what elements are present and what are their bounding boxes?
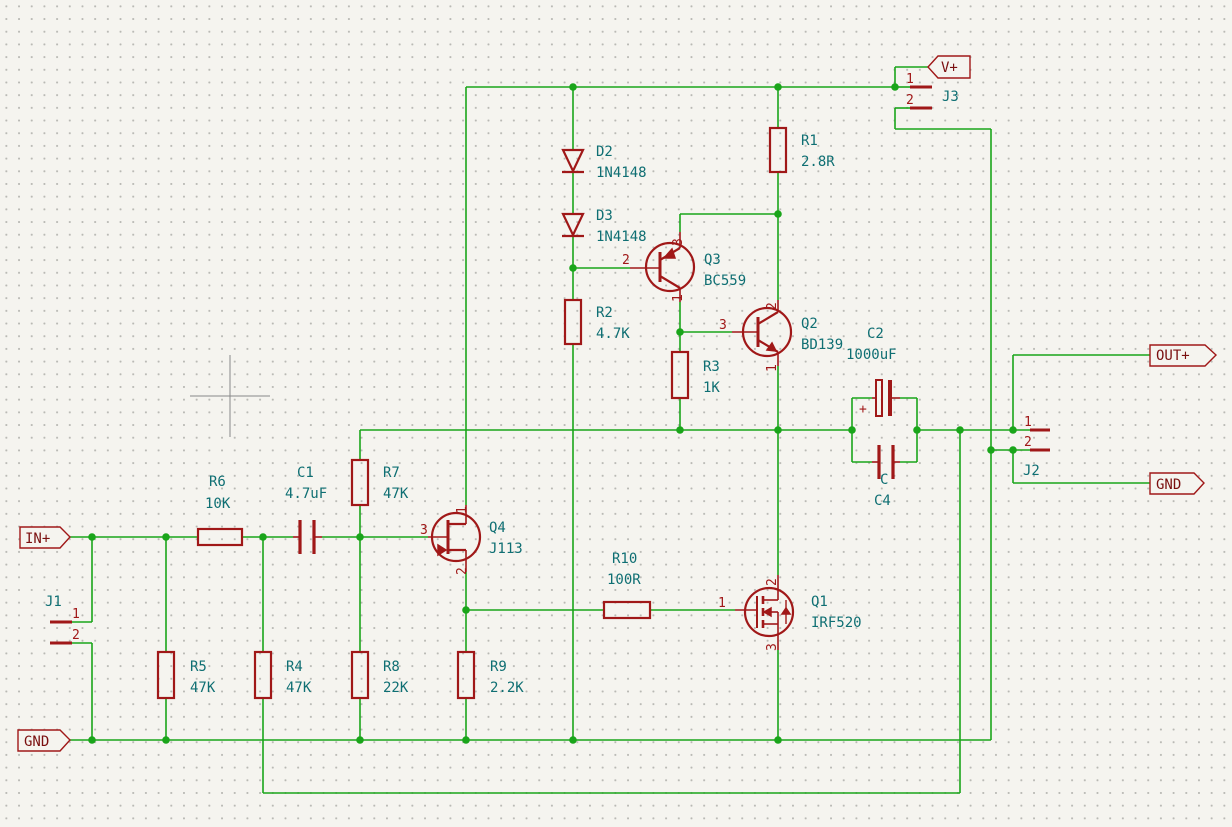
svg-text:1: 1 <box>1024 415 1032 430</box>
connector-j2[interactable]: 1 2 J2 <box>1023 415 1050 479</box>
svg-text:R10: R10 <box>612 551 637 567</box>
svg-text:V+: V+ <box>941 60 958 76</box>
svg-text:Q1: Q1 <box>811 594 828 610</box>
svg-text:BD139: BD139 <box>801 337 843 353</box>
svg-text:2: 2 <box>906 93 914 108</box>
svg-text:C: C <box>880 472 888 488</box>
capacitor-c1[interactable]: C1 4.7uF <box>285 465 327 554</box>
connector-j3[interactable]: 1 2 J3 <box>906 72 959 110</box>
net-label-gnd-left[interactable]: GND <box>17 729 71 752</box>
svg-text:D2: D2 <box>596 144 613 160</box>
wires <box>70 66 1150 794</box>
resistor-r1[interactable]: R1 2.8R <box>768 126 835 174</box>
svg-text:1000uF: 1000uF <box>846 347 897 363</box>
svg-text:47K: 47K <box>383 486 409 502</box>
net-label-gnd-right[interactable]: GND <box>1149 472 1205 495</box>
transistor-q2[interactable]: 3 2 1 Q2 BD139 <box>719 300 843 372</box>
transistor-q3[interactable]: 2 3 1 Q3 BC559 <box>622 232 746 302</box>
svg-text:IN+: IN+ <box>25 531 50 547</box>
svg-text:2: 2 <box>72 628 80 643</box>
capacitor-c2[interactable]: + C2 1000uF <box>846 326 900 417</box>
net-label-outplus[interactable]: OUT+ <box>1149 344 1218 367</box>
svg-text:Q4: Q4 <box>489 520 506 536</box>
svg-text:10K: 10K <box>205 496 231 512</box>
svg-text:IRF520: IRF520 <box>811 615 862 631</box>
svg-text:R9: R9 <box>490 659 507 675</box>
resistor-r4[interactable]: R4 47K <box>253 650 312 700</box>
capacitor-c4[interactable]: C C4 <box>872 445 900 509</box>
svg-text:R8: R8 <box>383 659 400 675</box>
svg-text:1N4148: 1N4148 <box>596 229 647 245</box>
svg-text:3: 3 <box>420 523 428 538</box>
net-label-vplus[interactable]: V+ <box>927 55 971 79</box>
svg-text:R1: R1 <box>801 133 818 149</box>
svg-text:J3: J3 <box>942 89 959 105</box>
svg-text:100R: 100R <box>607 572 641 588</box>
svg-text:47K: 47K <box>286 680 312 696</box>
svg-text:2.8R: 2.8R <box>801 154 835 170</box>
crosshair-cursor-icon <box>190 355 270 437</box>
svg-text:J113: J113 <box>489 541 523 557</box>
svg-text:D3: D3 <box>596 208 613 224</box>
svg-text:J2: J2 <box>1023 463 1040 479</box>
svg-text:Q2: Q2 <box>801 316 818 332</box>
svg-text:47K: 47K <box>190 680 216 696</box>
svg-text:2.2K: 2.2K <box>490 680 524 696</box>
svg-text:GND: GND <box>1156 477 1181 493</box>
svg-text:1: 1 <box>671 294 686 302</box>
svg-text:R5: R5 <box>190 659 207 675</box>
resistor-r7[interactable]: R7 47K <box>350 458 409 507</box>
resistor-r10[interactable]: R10 100R 1 <box>602 551 726 620</box>
svg-text:J1: J1 <box>45 594 62 610</box>
svg-text:1: 1 <box>718 596 726 611</box>
resistor-r2[interactable]: R2 4.7K <box>563 298 630 346</box>
net-label-inplus[interactable]: IN+ <box>19 526 71 549</box>
svg-text:+: + <box>859 402 867 417</box>
svg-text:1: 1 <box>765 364 780 372</box>
diode-d3[interactable]: D3 1N4148 <box>561 208 647 245</box>
resistor-r5[interactable]: R5 47K <box>156 650 216 700</box>
svg-text:2: 2 <box>455 567 470 575</box>
svg-text:R4: R4 <box>286 659 303 675</box>
svg-text:C4: C4 <box>874 493 891 509</box>
junctions <box>88 83 1017 744</box>
svg-text:1: 1 <box>906 72 914 87</box>
svg-text:1N4148: 1N4148 <box>596 165 647 181</box>
svg-text:1K: 1K <box>703 380 720 396</box>
diode-d2[interactable]: D2 1N4148 <box>561 144 647 181</box>
transistor-q1[interactable]: 2 3 Q1 IRF520 <box>735 575 862 651</box>
svg-text:BC559: BC559 <box>704 273 746 289</box>
svg-text:C1: C1 <box>297 465 314 481</box>
svg-text:3: 3 <box>719 318 727 333</box>
resistor-r6[interactable]: R6 10K <box>196 474 244 547</box>
svg-text:1: 1 <box>455 506 470 514</box>
svg-text:2: 2 <box>1024 435 1032 450</box>
svg-text:22K: 22K <box>383 680 409 696</box>
svg-text:3: 3 <box>765 643 780 651</box>
svg-text:Q3: Q3 <box>704 252 721 268</box>
connector-j1[interactable]: J1 1 2 <box>45 594 80 645</box>
svg-text:R3: R3 <box>703 359 720 375</box>
resistor-r8[interactable]: R8 22K <box>350 650 409 700</box>
svg-text:2: 2 <box>765 302 780 310</box>
resistor-r3[interactable]: R3 1K <box>670 350 720 400</box>
resistor-r9[interactable]: R9 2.2K <box>456 650 524 700</box>
svg-text:2: 2 <box>622 253 630 268</box>
svg-text:4.7uF: 4.7uF <box>285 486 327 502</box>
svg-text:4.7K: 4.7K <box>596 326 630 342</box>
svg-text:C2: C2 <box>867 326 884 342</box>
svg-text:R6: R6 <box>209 474 226 490</box>
svg-text:2: 2 <box>765 578 780 586</box>
svg-text:OUT+: OUT+ <box>1156 348 1190 364</box>
svg-text:R7: R7 <box>383 465 400 481</box>
svg-text:3: 3 <box>671 238 686 246</box>
svg-text:GND: GND <box>24 734 49 750</box>
svg-text:1: 1 <box>72 607 80 622</box>
svg-text:R2: R2 <box>596 305 613 321</box>
transistor-q4[interactable]: 3 1 2 Q4 J113 <box>420 505 523 575</box>
